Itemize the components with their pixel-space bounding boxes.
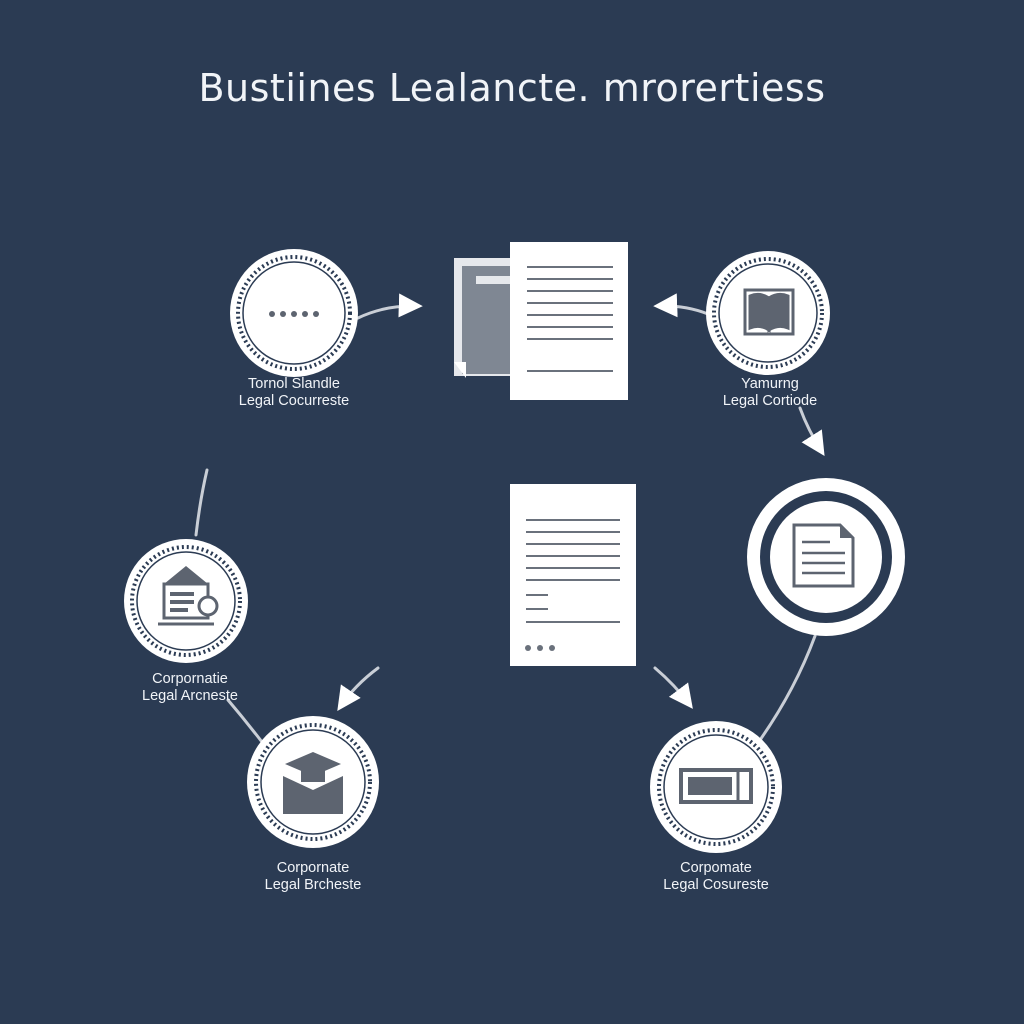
node-bottom-right [650, 721, 782, 853]
label-bottom-left: Corpornate Legal Brcheste [233, 860, 393, 894]
label-top-right: Yamurng Legal Cortiode [690, 376, 850, 410]
document-icon [792, 523, 855, 588]
node-top-left [230, 249, 358, 377]
label-left-line2: Legal Arcneste [142, 688, 238, 704]
graduation-cap-icon [283, 752, 343, 814]
rectangle-panel-icon [679, 768, 753, 804]
connector-left-label-to-bottom-left [226, 698, 264, 744]
connectors [194, 293, 825, 744]
label-bottom-right-line2: Legal Cosureste [663, 877, 769, 893]
label-bottom-left-line1: Corpornate [276, 860, 350, 876]
node-left [124, 539, 248, 663]
label-bottom-right: Corpomate Legal Cosureste [636, 860, 796, 894]
connector-doc-to-bottom-right [653, 666, 693, 709]
connector-right-to-bottom-right [758, 634, 817, 742]
node-bottom-left [247, 716, 379, 848]
connector-top-right-to-right [798, 406, 825, 457]
ellipsis-icon [269, 311, 319, 317]
label-bottom-left-line2: Legal Brcheste [264, 877, 362, 893]
document-stack [454, 242, 628, 400]
label-top-left: Tornol Slandle Legal Cocurreste [214, 376, 374, 410]
label-left-line1: Corpornatie [152, 671, 228, 687]
node-right [747, 478, 905, 636]
label-top-right-line2: Legal Cortiode [722, 393, 818, 409]
diagram-title: Bustiines Lealancte. mrorertiess [198, 66, 826, 110]
label-top-left-line2: Legal Cocurreste [238, 393, 350, 409]
label-top-left-line1: Tornol Slandle [248, 376, 340, 392]
connector-top-left-to-doc [356, 293, 423, 320]
connector-top-right-to-doc [653, 293, 710, 318]
open-book-icon [743, 288, 795, 336]
connector-left-to-bottom-left [337, 666, 380, 711]
connector-left-branch [194, 468, 209, 537]
center-document [510, 484, 636, 666]
label-bottom-right-line1: Corpomate [680, 860, 752, 876]
label-left: Corpornatie Legal Arcneste [110, 671, 270, 705]
building-seal-icon [158, 566, 219, 626]
label-top-right-line1: Yamurng [741, 376, 799, 392]
node-top-right [706, 251, 830, 375]
